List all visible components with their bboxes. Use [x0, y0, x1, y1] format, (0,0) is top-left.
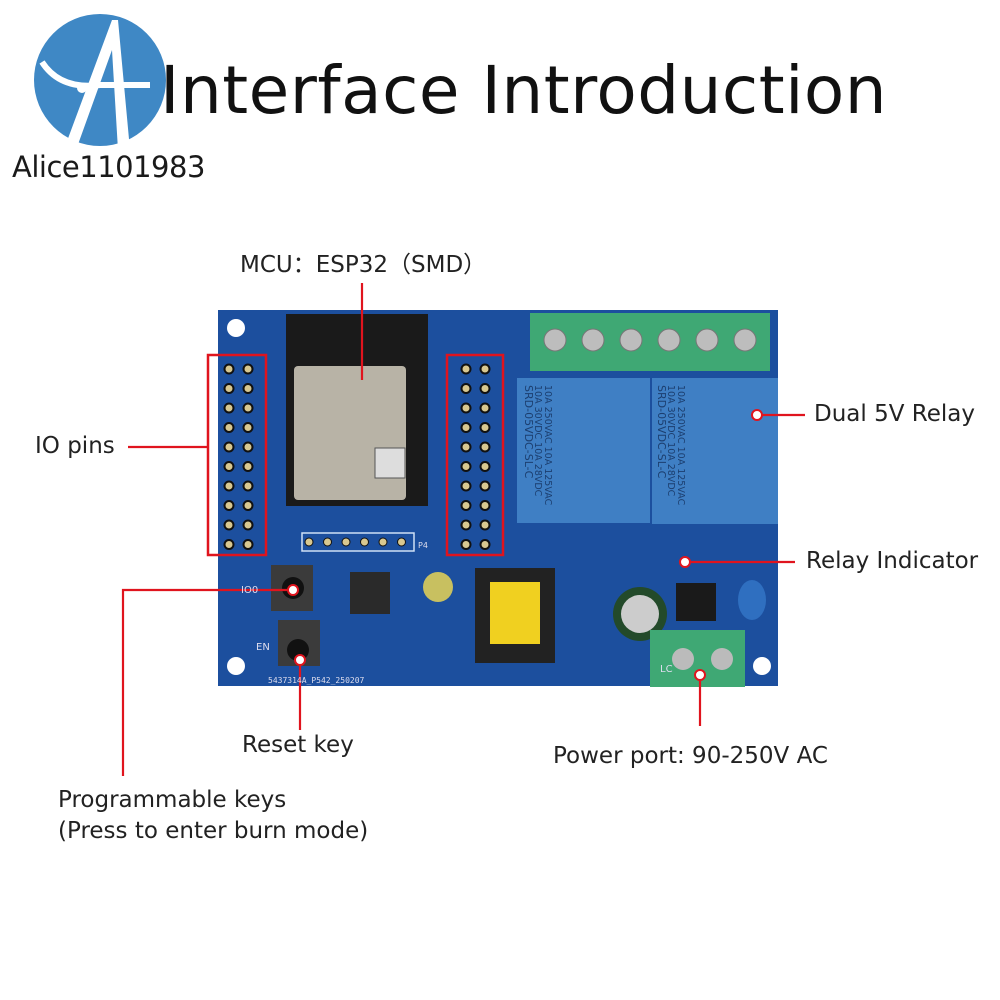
svg-text:SRD-05VDC-SL-C: SRD-05VDC-SL-C [522, 385, 535, 479]
page-title: Interface Introduction [160, 52, 888, 129]
header-pin [397, 537, 406, 547]
header-pin [223, 383, 235, 394]
svg-text:10A 30VDC 10A 28VDC: 10A 30VDC 10A 28VDC [532, 385, 543, 497]
header-pin [223, 480, 235, 492]
header-pin [479, 441, 491, 453]
header-pin [223, 363, 235, 375]
header-pin [460, 441, 472, 453]
header-pin [460, 363, 472, 375]
power-port-label: Power port: 90-250V AC [553, 743, 828, 769]
header-pin [242, 441, 254, 453]
header-pin [223, 519, 235, 531]
io0-label: IO0 [241, 585, 258, 596]
header-pin [223, 539, 235, 550]
reset-key-label: Reset key [242, 732, 354, 758]
relay-1 [517, 378, 650, 523]
logo-text: Alice1101983 [12, 150, 205, 184]
header-pin [460, 461, 472, 472]
terminal-screw [619, 328, 643, 352]
header-pin [242, 402, 254, 414]
esp32-module [286, 314, 428, 506]
header-pin [223, 422, 235, 433]
header-pin [242, 363, 254, 375]
pcb-board [206, 310, 778, 687]
header-pin [341, 537, 351, 547]
header-pin [479, 500, 491, 511]
relay-label: Dual 5V Relay [814, 401, 975, 427]
io-pins-label: IO pins [35, 433, 115, 459]
header-pin [460, 402, 472, 414]
relay-terminal-block [530, 313, 770, 371]
programmable-keys-note: (Press to enter burn mode) [58, 818, 369, 844]
relay-indicator-label: Relay Indicator [806, 548, 979, 574]
header-pin [479, 383, 491, 394]
header-pin [479, 363, 491, 375]
mcu-label: MCU：ESP32（SMD） [240, 252, 487, 278]
header-pin [242, 422, 254, 433]
header-pin [479, 422, 491, 433]
header-pin [378, 537, 388, 547]
io-headers [223, 363, 491, 550]
programmable-keys-label: Programmable keys [58, 787, 287, 813]
header-pin [479, 519, 491, 531]
svg-text:10A 250VAC 10A 125VAC: 10A 250VAC 10A 125VAC [542, 385, 553, 506]
io-pins-highlight-right [445, 353, 505, 557]
header-pin [460, 480, 472, 492]
io-pins-highlight-left [206, 353, 268, 557]
header-pin [242, 539, 254, 550]
header-pin [242, 383, 254, 394]
header-pin [460, 519, 472, 531]
callout-dots [287, 409, 763, 681]
terminal-screw [733, 328, 757, 352]
header-pin [360, 537, 369, 547]
header-pin [223, 500, 235, 511]
header-pin [223, 441, 235, 453]
callout-lines [121, 283, 805, 776]
header-pin [323, 537, 332, 547]
header-pin [242, 480, 254, 492]
p4-label: P4 [418, 541, 428, 550]
svg-text:SRD-05VDC-SL-C: SRD-05VDC-SL-C [655, 385, 668, 479]
terminal-screw [695, 328, 719, 352]
terminal-screw [543, 328, 567, 352]
header-pin [479, 539, 491, 550]
header-pin [223, 402, 235, 414]
header-pin [460, 422, 472, 433]
header-pin [242, 519, 254, 531]
header-pin [242, 461, 254, 472]
header-pin [479, 402, 491, 414]
header-pin [460, 383, 472, 394]
header-pin [479, 461, 491, 472]
header-pin [479, 480, 491, 492]
logo-mark [34, 14, 166, 160]
terminal-screw [657, 328, 681, 352]
silkscreen-text: 5437314A_P542_250207 [268, 676, 365, 685]
terminal-screw [581, 328, 605, 352]
svg-text:10A 250VAC 10A 125VAC: 10A 250VAC 10A 125VAC [675, 385, 686, 506]
en-label: EN [256, 642, 270, 653]
header-pin [304, 537, 314, 547]
header-pin [242, 500, 254, 511]
header-pin [223, 461, 235, 472]
header-pin [460, 539, 472, 550]
svg-text:10A 30VDC 10A 28VDC: 10A 30VDC 10A 28VDC [665, 385, 676, 497]
relay-2 [652, 378, 778, 524]
lc-label: LC [660, 664, 673, 675]
header-pin [460, 500, 472, 511]
